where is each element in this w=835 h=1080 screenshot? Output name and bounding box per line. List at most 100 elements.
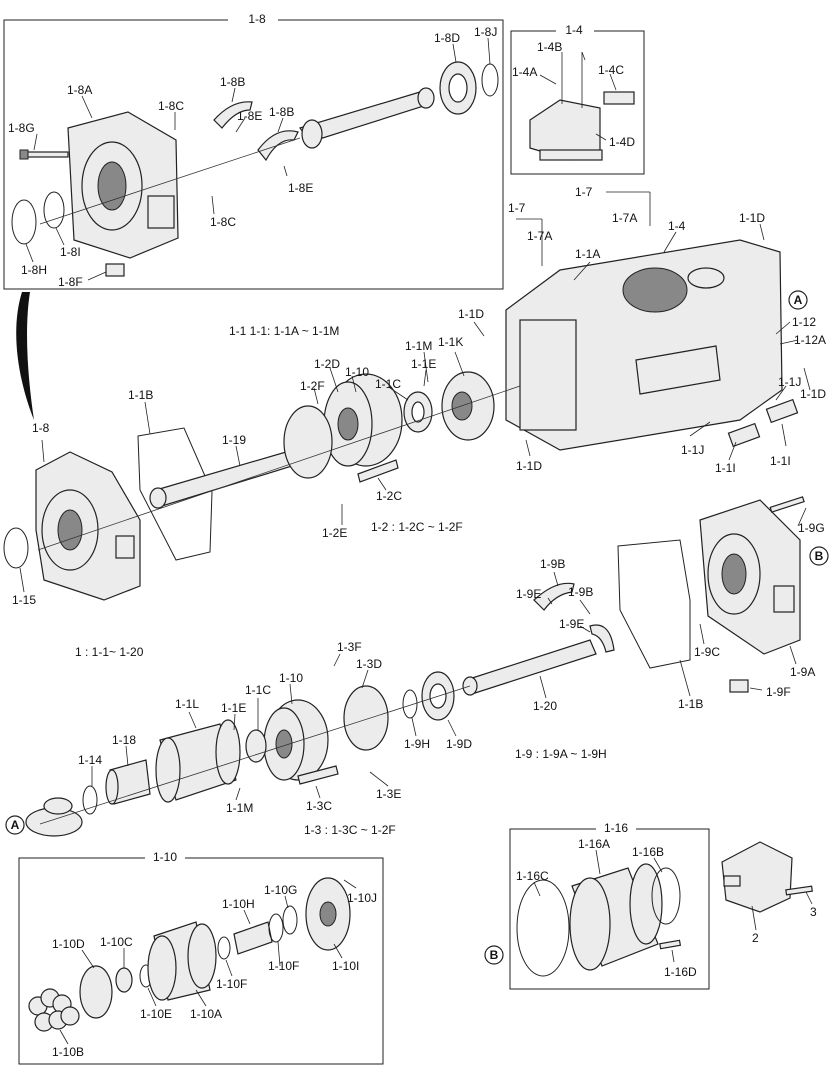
bolt-1-9G xyxy=(769,496,805,513)
end-cover-1-8-assembled xyxy=(35,451,141,601)
label-1-9B-right: 1-9B xyxy=(568,585,593,599)
swash-plate-1-2 xyxy=(283,405,333,479)
label-1-10B: 1-10B xyxy=(52,1045,84,1059)
shoe-plate-1-8B-upper xyxy=(213,101,253,129)
o-ring-1-8I xyxy=(43,191,65,229)
label-1-1D-right: 1-1D xyxy=(800,387,826,401)
label-1-1D-lower: 1-1D xyxy=(516,459,542,473)
plug-1-8F xyxy=(105,263,125,277)
marker-a-upper: A xyxy=(788,290,808,310)
label-1-2D: 1-2D xyxy=(314,357,340,371)
group-label-1-8: 1-8 xyxy=(248,12,266,26)
label-1-4C: 1-4C xyxy=(598,63,624,77)
o-ring-1-16C xyxy=(516,879,570,977)
label-1-8C-upper: 1-8C xyxy=(158,99,184,113)
spring-1-10H xyxy=(233,921,273,955)
shoe-plate-1-9B-right xyxy=(589,624,615,653)
label-1-9E-left: 1-9E xyxy=(516,587,541,601)
label-1-10A: 1-10A xyxy=(190,1007,222,1021)
label-1-7-upper: 1-7 xyxy=(575,185,593,199)
label-1-8F: 1-8F xyxy=(58,275,83,289)
case-1-1L xyxy=(155,719,241,803)
label-1-1I-left: 1-1I xyxy=(715,461,736,475)
o-ring-1-8H xyxy=(11,199,37,245)
group-connector-swoosh xyxy=(16,292,34,420)
label-1-7A-left: 1-7A xyxy=(527,229,552,243)
group-label-1-10: 1-10 xyxy=(153,850,177,864)
group-box-1-16: 1-16 xyxy=(509,821,710,990)
label-1-10E: 1-10E xyxy=(140,1007,172,1021)
label-1-8B-lower: 1-8B xyxy=(269,105,294,119)
ring-1-10F-left xyxy=(217,936,231,960)
label-1-10G: 1-10G xyxy=(264,883,297,897)
group-box-1-8: 1-8 xyxy=(3,12,504,290)
swash-plate-1-3 xyxy=(343,685,389,751)
caption-1-2: 1-2 : 1-2C ~ 1-2F xyxy=(371,520,463,534)
label-1-3D: 1-3D xyxy=(356,657,382,671)
main-housing-1-1A xyxy=(505,239,783,451)
label-1-20: 1-20 xyxy=(533,699,557,713)
group-box-1-10: 1-10 xyxy=(18,850,384,1065)
label-1-1L: 1-1L xyxy=(175,697,199,711)
label-1-16D: 1-16D xyxy=(664,965,697,979)
label-1-10H: 1-10H xyxy=(222,897,255,911)
label-1-8E-lower: 1-8E xyxy=(288,181,313,195)
group-label-1-16: 1-16 xyxy=(604,821,628,835)
label-1-12: 1-12 xyxy=(792,315,816,329)
cylinder-1-10A xyxy=(147,921,217,1001)
label-1-14: 1-14 xyxy=(78,753,102,767)
snap-ring-1-8J xyxy=(481,63,499,97)
marker-b-lower: B xyxy=(484,945,504,965)
svg-text:B: B xyxy=(815,549,824,563)
caption-1-9: 1-9 : 1-9A ~ 1-9H xyxy=(515,747,607,761)
gear-pump-2 xyxy=(721,841,793,913)
label-1-10F-left: 1-10F xyxy=(216,977,247,991)
label-1-2E: 1-2E xyxy=(322,526,347,540)
label-1-8H: 1-8H xyxy=(21,263,47,277)
valve-block-1-4 xyxy=(529,52,635,161)
label-1-9B-left: 1-9B xyxy=(540,557,565,571)
shaft-1-19 xyxy=(149,451,293,509)
label-1-1C-lower: 1-1C xyxy=(245,683,271,697)
label-1-8G: 1-8G xyxy=(8,121,35,135)
label-1-8I: 1-8I xyxy=(60,245,81,259)
label-1-15: 1-15 xyxy=(12,593,36,607)
o-ring-1-14 xyxy=(82,785,98,815)
label-1-10D: 1-10D xyxy=(52,937,85,951)
adapter-1-16A xyxy=(569,863,663,971)
label-1-8B-upper: 1-8B xyxy=(220,75,245,89)
bolt-1-8G xyxy=(19,149,69,160)
svg-text:B: B xyxy=(490,948,499,962)
shaft-1-20 xyxy=(462,639,597,696)
label-1-4-main: 1-4 xyxy=(668,219,686,233)
label-1-1M-lower: 1-1M xyxy=(226,801,253,815)
label-1-1D-left: 1-1D xyxy=(458,307,484,321)
label-1-9C: 1-9C xyxy=(694,645,720,659)
label-1-10-lower: 1-10 xyxy=(279,671,303,685)
plug-1-9F xyxy=(729,679,749,693)
bolt-3 xyxy=(785,885,813,896)
cylinder-block-1-10-upper xyxy=(323,373,403,467)
label-1-16B: 1-16B xyxy=(632,845,664,859)
shoe-plate-1-9B-left xyxy=(533,582,575,611)
caption-1: 1 : 1-1~ 1-20 xyxy=(75,645,144,659)
label-1-1B: 1-1B xyxy=(128,388,153,402)
label-1-4B: 1-4B xyxy=(537,40,562,54)
ring-1-10F-right xyxy=(268,913,284,943)
o-ring-1-15 xyxy=(3,527,29,569)
label-1-7-left: 1-7 xyxy=(508,201,526,215)
label-1-1K: 1-1K xyxy=(438,335,463,349)
label-1-18: 1-18 xyxy=(112,733,136,747)
bearing-1-1C-lower xyxy=(245,729,267,763)
label-1-1E: 1-1E xyxy=(411,357,436,371)
label-1-4D: 1-4D xyxy=(609,135,635,149)
pistons-1-10B xyxy=(28,988,80,1032)
label-1-1J-left: 1-1J xyxy=(681,443,704,457)
label-1-1I-right: 1-1I xyxy=(770,454,791,468)
label-1-12A: 1-12A xyxy=(794,333,826,347)
label-1-3E: 1-3E xyxy=(376,787,401,801)
label-1-10C: 1-10C xyxy=(100,935,133,949)
label-1-9D: 1-9D xyxy=(446,737,472,751)
label-1-8A: 1-8A xyxy=(67,83,92,97)
